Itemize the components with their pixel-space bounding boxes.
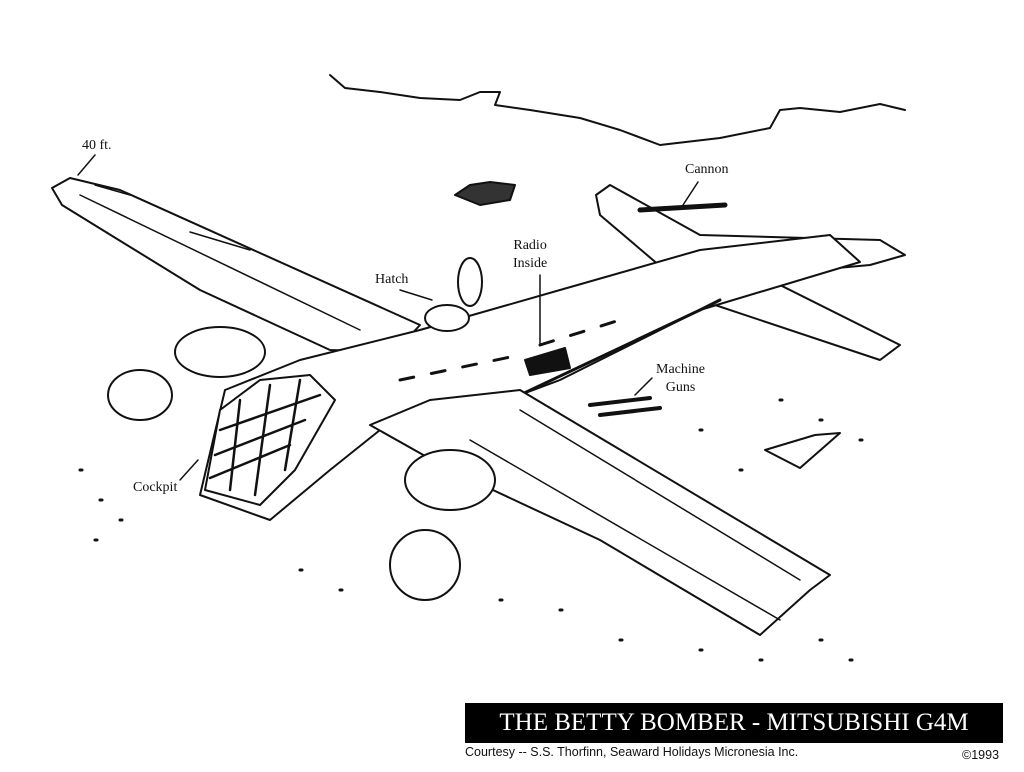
label-cockpit: Cockpit xyxy=(133,480,178,495)
cannon xyxy=(637,202,728,213)
label-radio-line1: Radio xyxy=(513,238,547,253)
machine-guns xyxy=(588,396,662,417)
copyright-text: ©1993 xyxy=(962,748,1000,762)
left-wing-detail xyxy=(79,184,361,331)
propeller-debris xyxy=(389,529,461,601)
leader-40ft xyxy=(77,154,96,176)
label-radio-line2: Inside xyxy=(513,256,548,271)
right-engine xyxy=(404,449,496,511)
leader-cockpit xyxy=(179,459,199,481)
horizon-line xyxy=(329,74,906,146)
right-wing xyxy=(369,389,831,636)
left-wing xyxy=(51,177,421,353)
leader-guns xyxy=(634,377,653,396)
leader-cannon xyxy=(682,181,699,206)
debris xyxy=(764,432,841,469)
fuselage-edge xyxy=(518,298,722,397)
hatch-cover xyxy=(457,257,483,307)
cockpit-frame xyxy=(208,378,322,497)
ground-stipple xyxy=(78,398,864,662)
label-length: 40 ft. xyxy=(82,138,112,153)
fuselage xyxy=(199,234,861,521)
engine-debris xyxy=(107,369,173,421)
fuselage-windows xyxy=(398,318,622,382)
title-banner: THE BETTY BOMBER - MITSUBISHI G4M xyxy=(465,703,1003,743)
right-wing-detail xyxy=(469,409,801,621)
label-guns-line1: Machine xyxy=(656,362,705,377)
left-engine xyxy=(174,326,266,378)
hatch xyxy=(424,304,470,332)
leader-hatch xyxy=(399,289,433,301)
label-cannon: Cannon xyxy=(685,162,729,177)
label-hatch: Hatch xyxy=(375,272,409,287)
radio-hatch xyxy=(524,347,571,376)
label-guns-line2: Guns xyxy=(665,380,696,395)
credit-text: Courtesy -- S.S. Thorfinn, Seaward Holid… xyxy=(465,745,799,759)
cockpit-glazing xyxy=(204,374,336,506)
rock xyxy=(454,181,516,206)
